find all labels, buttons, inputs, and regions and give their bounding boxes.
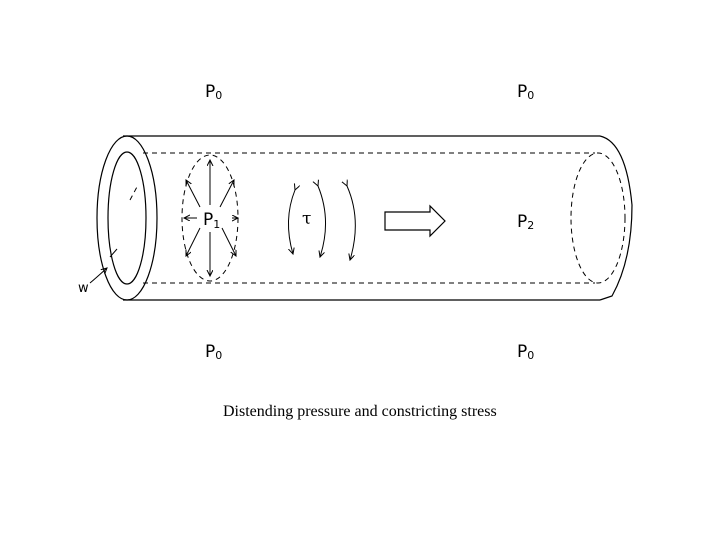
wall-pointer-arrow	[89, 268, 107, 284]
label-p2: P2	[517, 212, 534, 232]
label-p1: P1	[203, 210, 220, 231]
tau-arc-left	[287, 190, 295, 254]
arrow-up-right	[219, 180, 234, 208]
arrow-up-left	[186, 180, 201, 208]
arrow-down-left	[186, 227, 201, 256]
label-p0-bottom-right: P0	[517, 342, 534, 362]
lumen-boundary	[129, 152, 626, 284]
radial-pressure-arrows	[184, 160, 238, 276]
tube-outline	[123, 135, 633, 301]
tau-arc-middle	[318, 186, 327, 257]
label-wall: w	[78, 281, 89, 296]
shear-stress-arrows	[287, 186, 356, 260]
wall-thickness-dash	[129, 184, 139, 201]
label-p0-top-left: P0	[205, 82, 222, 102]
inner-wall-ring	[107, 151, 147, 285]
far-end-hidden-ellipse	[570, 152, 626, 284]
tube-right-end	[599, 135, 633, 301]
flow-direction-arrow	[384, 204, 446, 238]
label-tau: τ	[302, 209, 311, 229]
tau-arc-right	[347, 186, 356, 260]
label-p0-top-right: P0	[517, 82, 534, 102]
outer-wall-ring	[96, 135, 158, 301]
figure-caption: Distending pressure and constricting str…	[223, 403, 497, 420]
label-p0-bottom-left: P0	[205, 342, 222, 362]
tube-near-end	[96, 135, 158, 301]
arrow-down-right	[221, 227, 236, 256]
wall-inner-tick	[109, 248, 118, 258]
